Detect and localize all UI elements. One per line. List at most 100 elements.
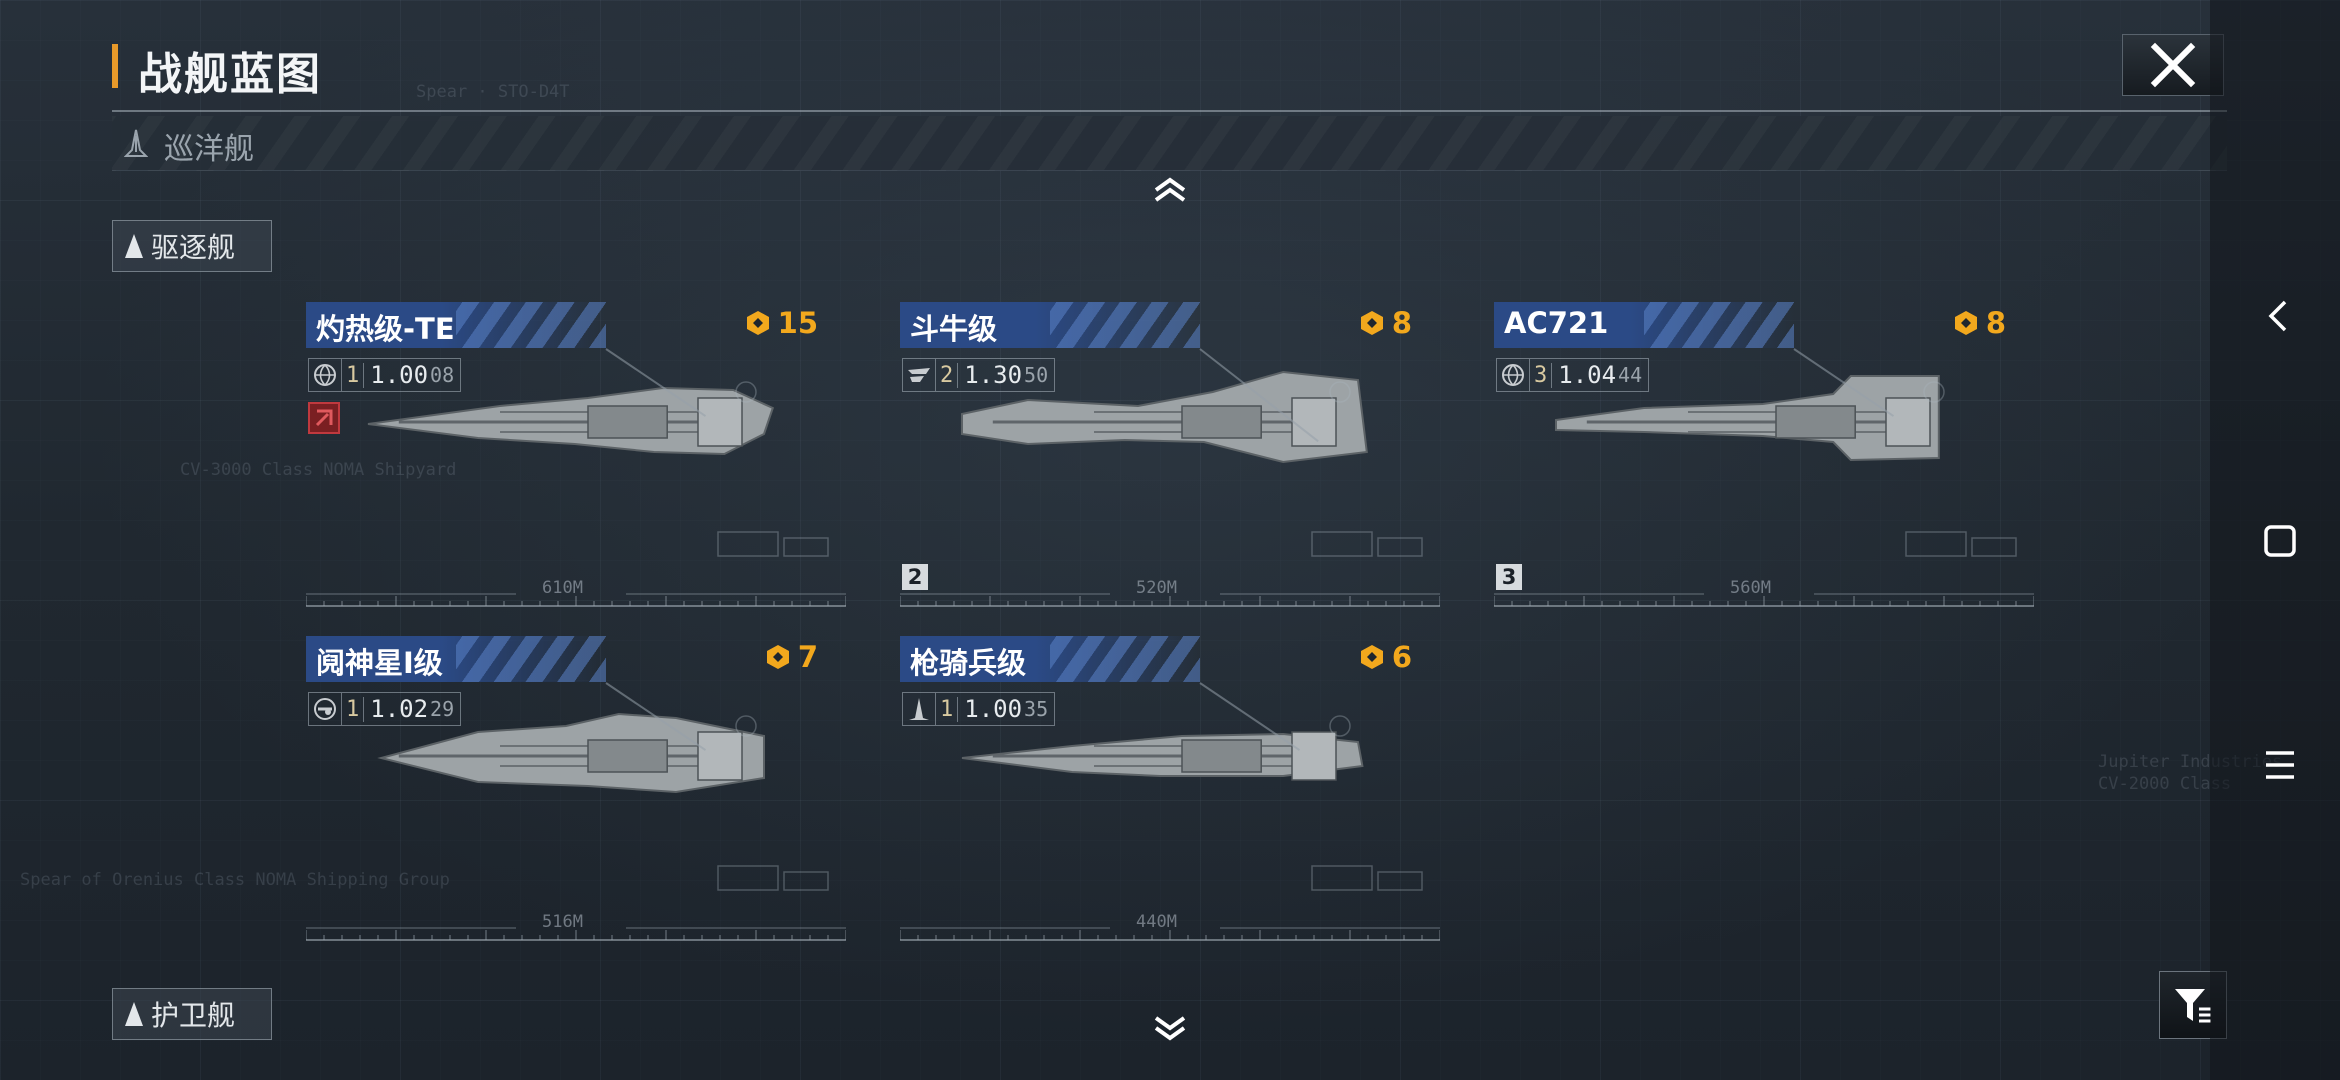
ship-card[interactable]: 斗牛级 8 2 1.30 50 2 520M [900,302,1440,612]
eye-emblem-icon [314,698,336,720]
ship-order-badge: 2 [902,564,928,590]
ship-name: 枪骑兵级 [910,646,1027,680]
ship-blueprint [377,712,829,891]
ship-tier: 2 [936,362,959,388]
ship-length: 440M [1136,912,1177,932]
ship-blueprint [961,715,1423,891]
ship-ratio: 1.00 [370,361,429,389]
ship-card[interactable]: 灼热级-TE 15 1 1.00 08 610M [306,302,846,612]
command-point-icon [1360,645,1383,669]
bg-text: CV-2000 Class [2098,774,2232,794]
banner-stripes [456,302,606,348]
ship-name: 阋神星I级 [316,646,443,680]
ship-hull [1555,375,1940,462]
command-point-icon [746,311,769,335]
frigate-category-button[interactable]: 护卫舰 [112,988,272,1040]
ship-stats: 3 1.04 44 [1496,358,1650,392]
globe-icon [314,364,336,386]
menu-icon[interactable] [2263,748,2297,782]
wing-emblem-icon [908,368,930,382]
ship-name: 灼热级-TE [316,312,455,346]
ship-name-banner: 斗牛级 [900,302,1200,348]
banner-stripes [1050,302,1200,348]
ship-tier: 1 [936,696,959,722]
bg-text: Spear · STO-D4T [416,82,570,102]
ship-name-banner: 阋神星I级 [306,636,606,682]
command-cost: 7 [764,640,818,674]
ship-name-banner: 灼热级-TE [306,302,606,348]
command-point-icon [766,645,789,669]
banner-stripes [1644,302,1794,348]
destroyer-category-label: 驱逐舰 [151,231,236,264]
destroyer-category-button[interactable]: 驱逐舰 [112,220,272,272]
cruiser-category-header[interactable]: 巡洋舰 [112,116,2227,171]
cost-value: 8 [1391,306,1412,340]
ship-name: AC721 [1504,306,1609,340]
blueprint-schematic [1905,381,2017,557]
ship-name-banner: 枪骑兵级 [900,636,1200,682]
faction-emblem [309,359,342,391]
ship-ratio-fraction: 35 [1024,697,1049,721]
ship-tier: 1 [342,696,365,722]
ship-ratio-fraction: 08 [430,363,455,387]
close-button[interactable] [2122,34,2224,96]
ship-hull [367,386,775,456]
system-nav-bar [2210,0,2340,1080]
length-ruler [306,593,846,607]
title-accent-bar [112,44,118,88]
command-cost: 8 [1358,306,1412,340]
command-point-icon [1954,311,1977,335]
ship-ratio-fraction: 29 [430,697,455,721]
ship-tier: 3 [1530,362,1553,388]
globe-icon [1502,364,1524,386]
cost-value: 6 [1391,640,1412,674]
ship-length: 516M [542,912,583,932]
scroll-up-chevron-icon[interactable] [1152,176,1188,204]
ship-ratio: 1.00 [964,695,1023,723]
ship-length: 560M [1730,578,1771,598]
ship-stats: 1 1.02 29 [308,692,462,726]
banner-stripes [1050,636,1200,682]
ship-ratio-fraction: 44 [1618,363,1643,387]
blueprint-schematic [1311,715,1423,891]
command-point-icon [1360,311,1383,335]
banner-stripes [456,636,606,682]
ship-stats: 2 1.30 50 [902,358,1056,392]
ship-hull [961,731,1364,781]
frigate-category-label: 护卫舰 [151,999,236,1032]
command-cost: 6 [1358,640,1412,674]
filter-icon [2175,989,2211,1023]
ship-blueprint [1555,375,2017,557]
cost-value: 7 [797,640,818,674]
length-ruler [900,593,1440,607]
faction-emblem [1497,359,1530,391]
ship-ratio: 1.02 [370,695,429,723]
ship-name-banner: AC721 [1494,302,1794,348]
ship-class-icon [125,1002,143,1026]
ship-hull [377,712,765,794]
faction-emblem [309,693,342,725]
length-ruler [1494,593,2034,607]
ship-tier: 1 [342,362,365,388]
back-icon[interactable] [2263,296,2293,336]
home-icon[interactable] [2263,524,2297,558]
ship-order-badge: 3 [1496,564,1522,590]
ship-name: 斗牛级 [910,312,998,346]
ship-card[interactable]: 阋神星I级 7 1 1.02 29 516M [306,636,846,946]
ship-card[interactable]: AC721 8 3 1.04 44 3 560M [1494,302,2034,612]
ship-blueprint [961,370,1423,557]
ship-card[interactable]: 枪骑兵级 6 1 1.00 35 440M [900,636,1440,946]
scroll-down-chevron-icon[interactable] [1152,1014,1188,1042]
length-ruler [900,927,1440,941]
ship-ratio: 1.30 [964,361,1023,389]
cost-value: 8 [1985,306,2006,340]
ship-length: 520M [1136,578,1177,598]
command-cost: 15 [744,306,818,340]
page-title: 战舰蓝图 [138,49,322,100]
ship-stats: 1 1.00 35 [902,692,1056,726]
title-divider [112,110,2227,112]
spire-emblem-icon [909,698,929,720]
cruiser-category-label: 巡洋舰 [164,132,254,167]
blueprint-schematic [717,715,829,891]
